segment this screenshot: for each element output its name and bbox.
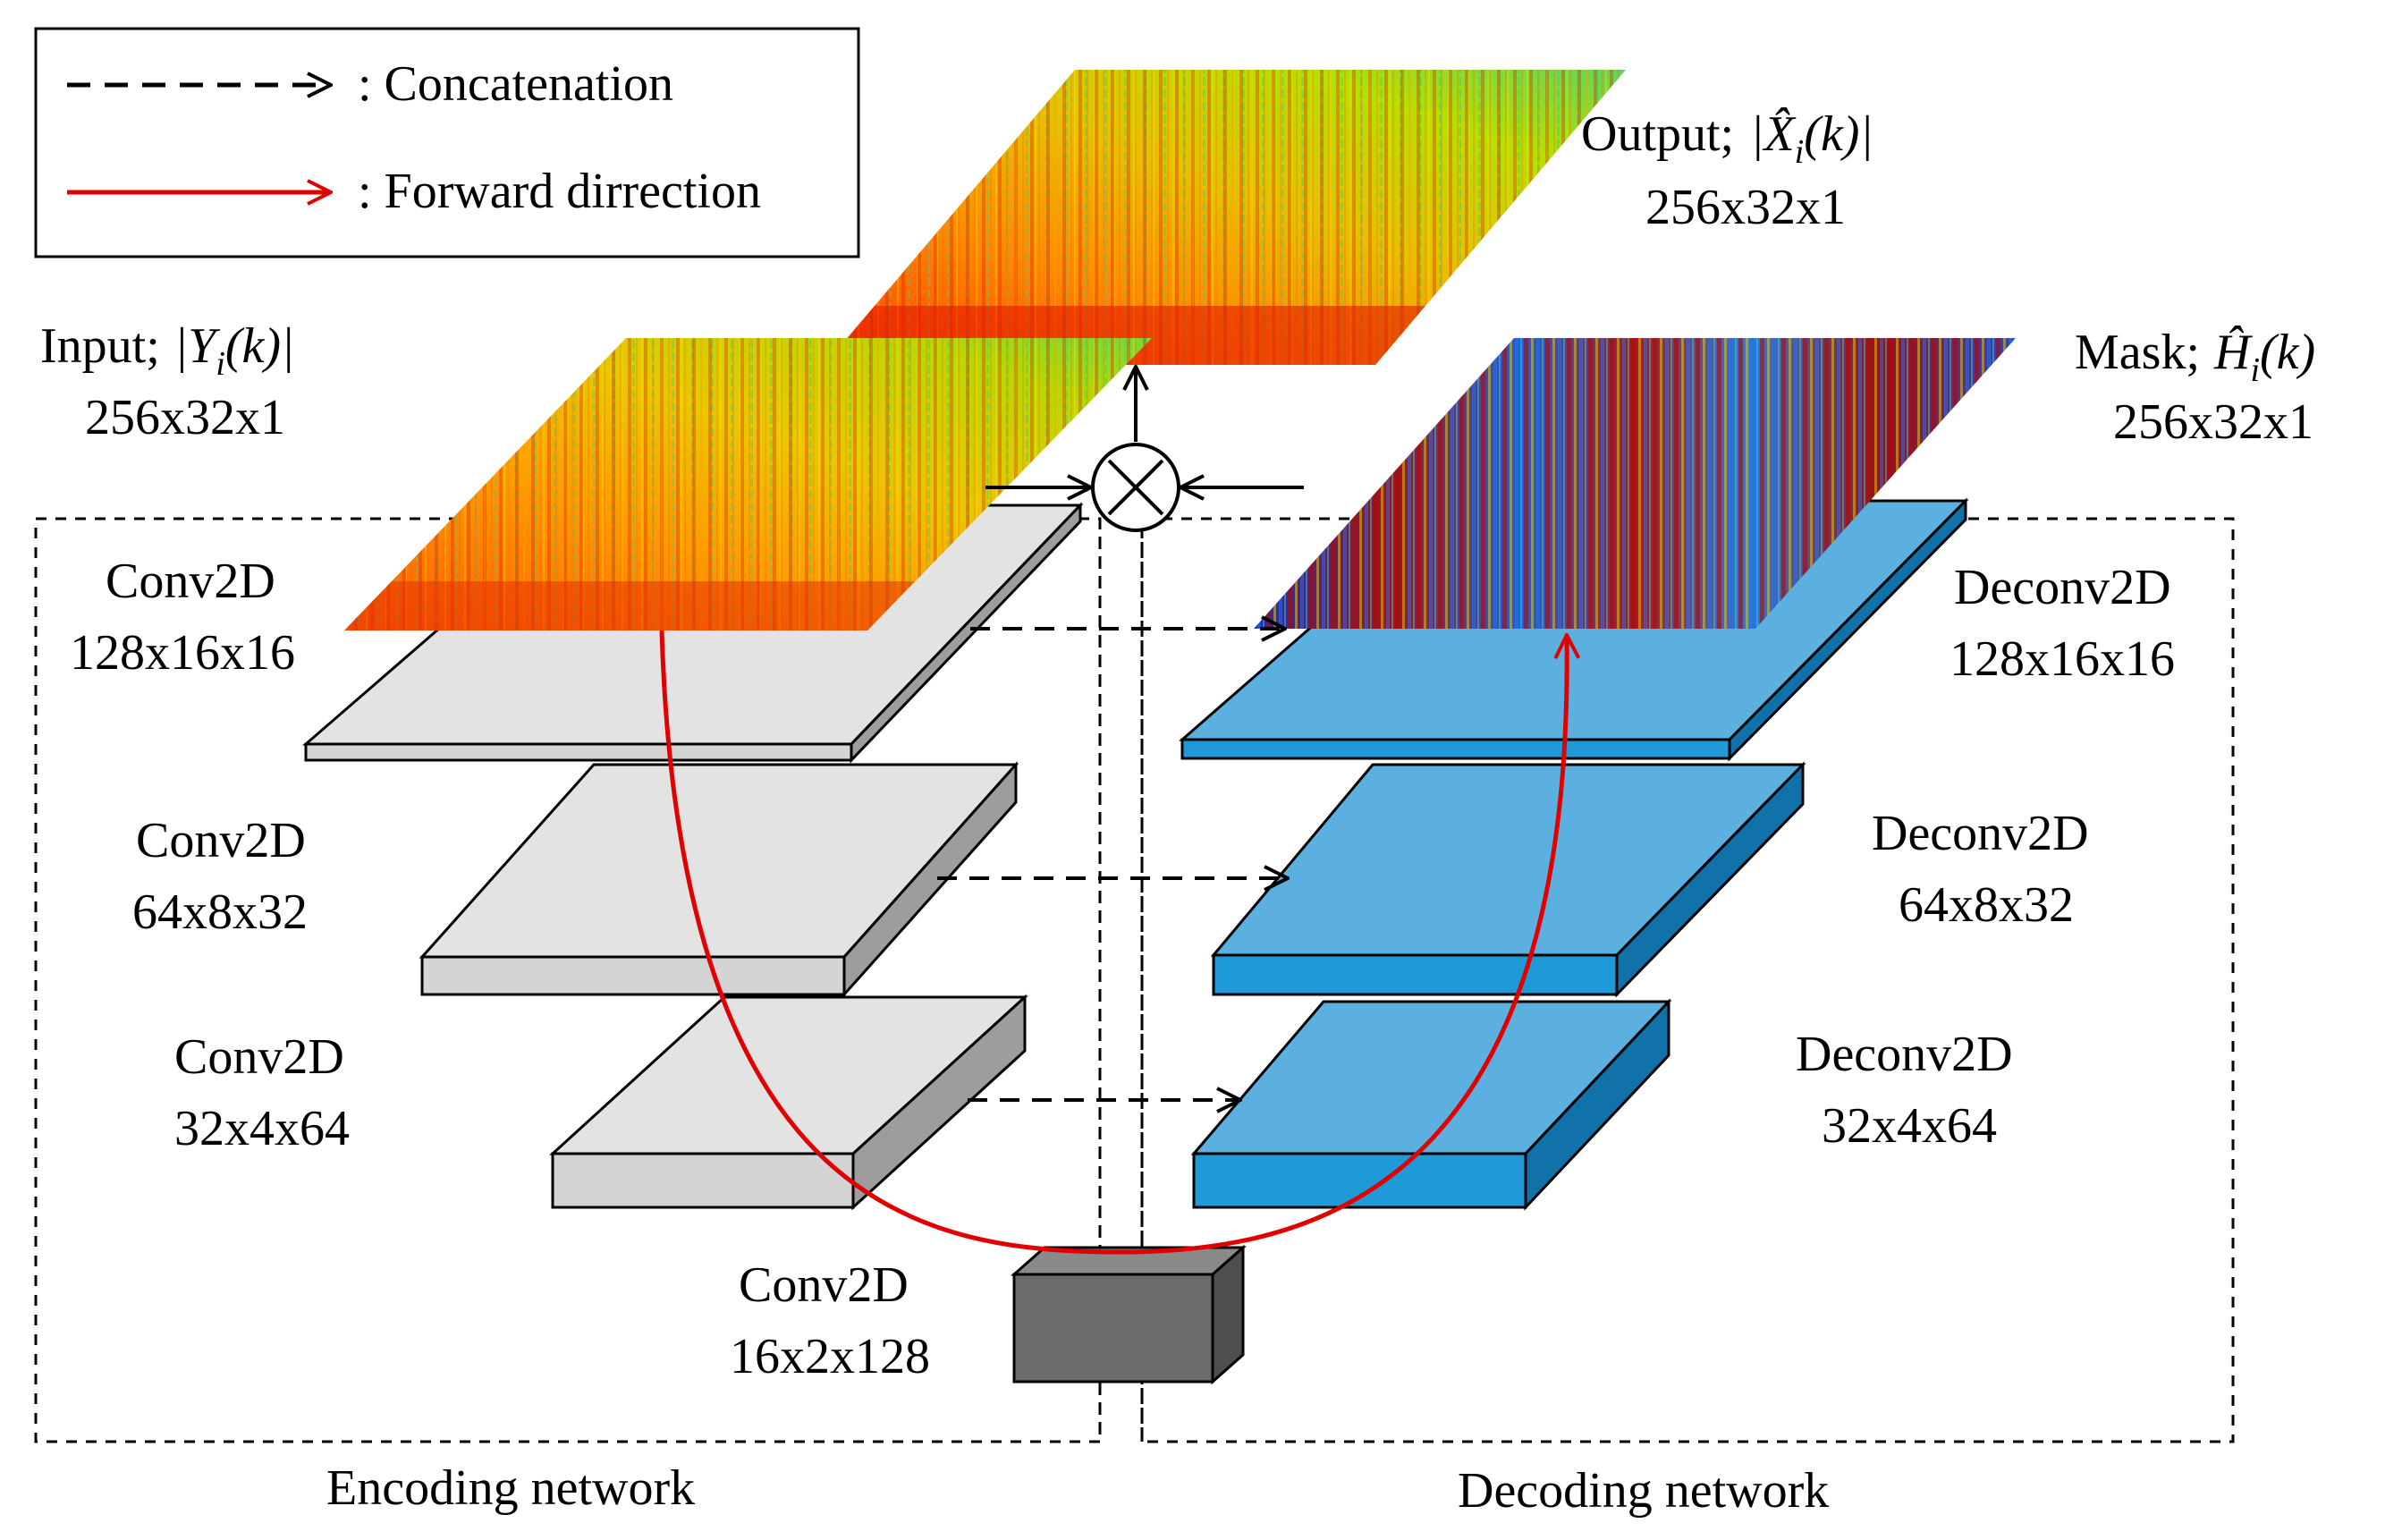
mask-expr: Ĥ — [2213, 325, 2253, 380]
legend: : Concatenation : Forward dirrection — [34, 27, 860, 258]
mask-spectrogram — [1254, 338, 2016, 629]
bottleneck-block — [1011, 1244, 1247, 1385]
output-spectrogram — [825, 70, 1626, 365]
mask-dims: 256x32x1 — [2113, 394, 2313, 450]
output-arg: (k)| — [1804, 106, 1873, 162]
decoder-layer-3 — [1190, 998, 1672, 1211]
input-sub: i — [216, 345, 225, 383]
input-arg: (k)| — [225, 318, 295, 374]
decoding-network-label: Decoding network — [1458, 1463, 1829, 1519]
legend-forward-label: : Forward dirrection — [358, 164, 761, 219]
encoder-3-name: Conv2D — [174, 1029, 344, 1085]
forward-direction-arc — [659, 630, 1567, 1255]
encoder-1-name: Conv2D — [106, 554, 275, 609]
decoder-3-name: Deconv2D — [1796, 1027, 2013, 1082]
decoder-3-dims: 32x4x64 — [1822, 1098, 1997, 1154]
output-dims: 256x32x1 — [1645, 180, 1846, 235]
input-label-text: Input; — [40, 318, 160, 374]
encoder-3-dims: 32x4x64 — [174, 1101, 350, 1156]
encoding-network-label: Encoding network — [326, 1460, 695, 1516]
decoder-1-dims: 128x16x16 — [1950, 631, 2175, 687]
mask-label-text: Mask; — [2075, 325, 2200, 380]
output-label: Output; |X̂i(k)| — [1581, 106, 1873, 171]
input-label: Input;|Yi(k)| — [40, 318, 294, 383]
encoder-layer-2 — [419, 761, 1019, 998]
bottleneck-dims: 16x2x128 — [730, 1329, 930, 1384]
multiply-node — [1091, 443, 1180, 532]
decoder-1-name: Deconv2D — [1954, 560, 2171, 615]
bottleneck-name: Conv2D — [739, 1257, 909, 1313]
decoder-2-dims: 64x8x32 — [1899, 877, 2074, 933]
input-dims: 256x32x1 — [85, 390, 285, 445]
encoder-layer-3 — [549, 994, 1028, 1211]
output-expr: |X̂ — [1750, 106, 1797, 162]
decoder-2-name: Deconv2D — [1872, 806, 2089, 861]
output-sub: i — [1795, 133, 1805, 171]
legend-box — [34, 27, 860, 258]
mask-sub: i — [2250, 351, 2260, 389]
mask-label: Mask;Ĥi(k) — [2075, 325, 2315, 389]
mask-arg: (k) — [2260, 325, 2315, 380]
legend-concat-label: : Concatenation — [358, 56, 673, 112]
decoder-layer-2 — [1210, 761, 1806, 998]
input-expr: |Y — [174, 318, 221, 374]
output-label-text: Output; — [1581, 106, 1734, 162]
input-spectrogram — [344, 338, 1152, 630]
encoder-1-dims: 128x16x16 — [70, 625, 295, 681]
encoder-2-dims: 64x8x32 — [132, 884, 308, 940]
encoder-2-name: Conv2D — [136, 813, 306, 868]
